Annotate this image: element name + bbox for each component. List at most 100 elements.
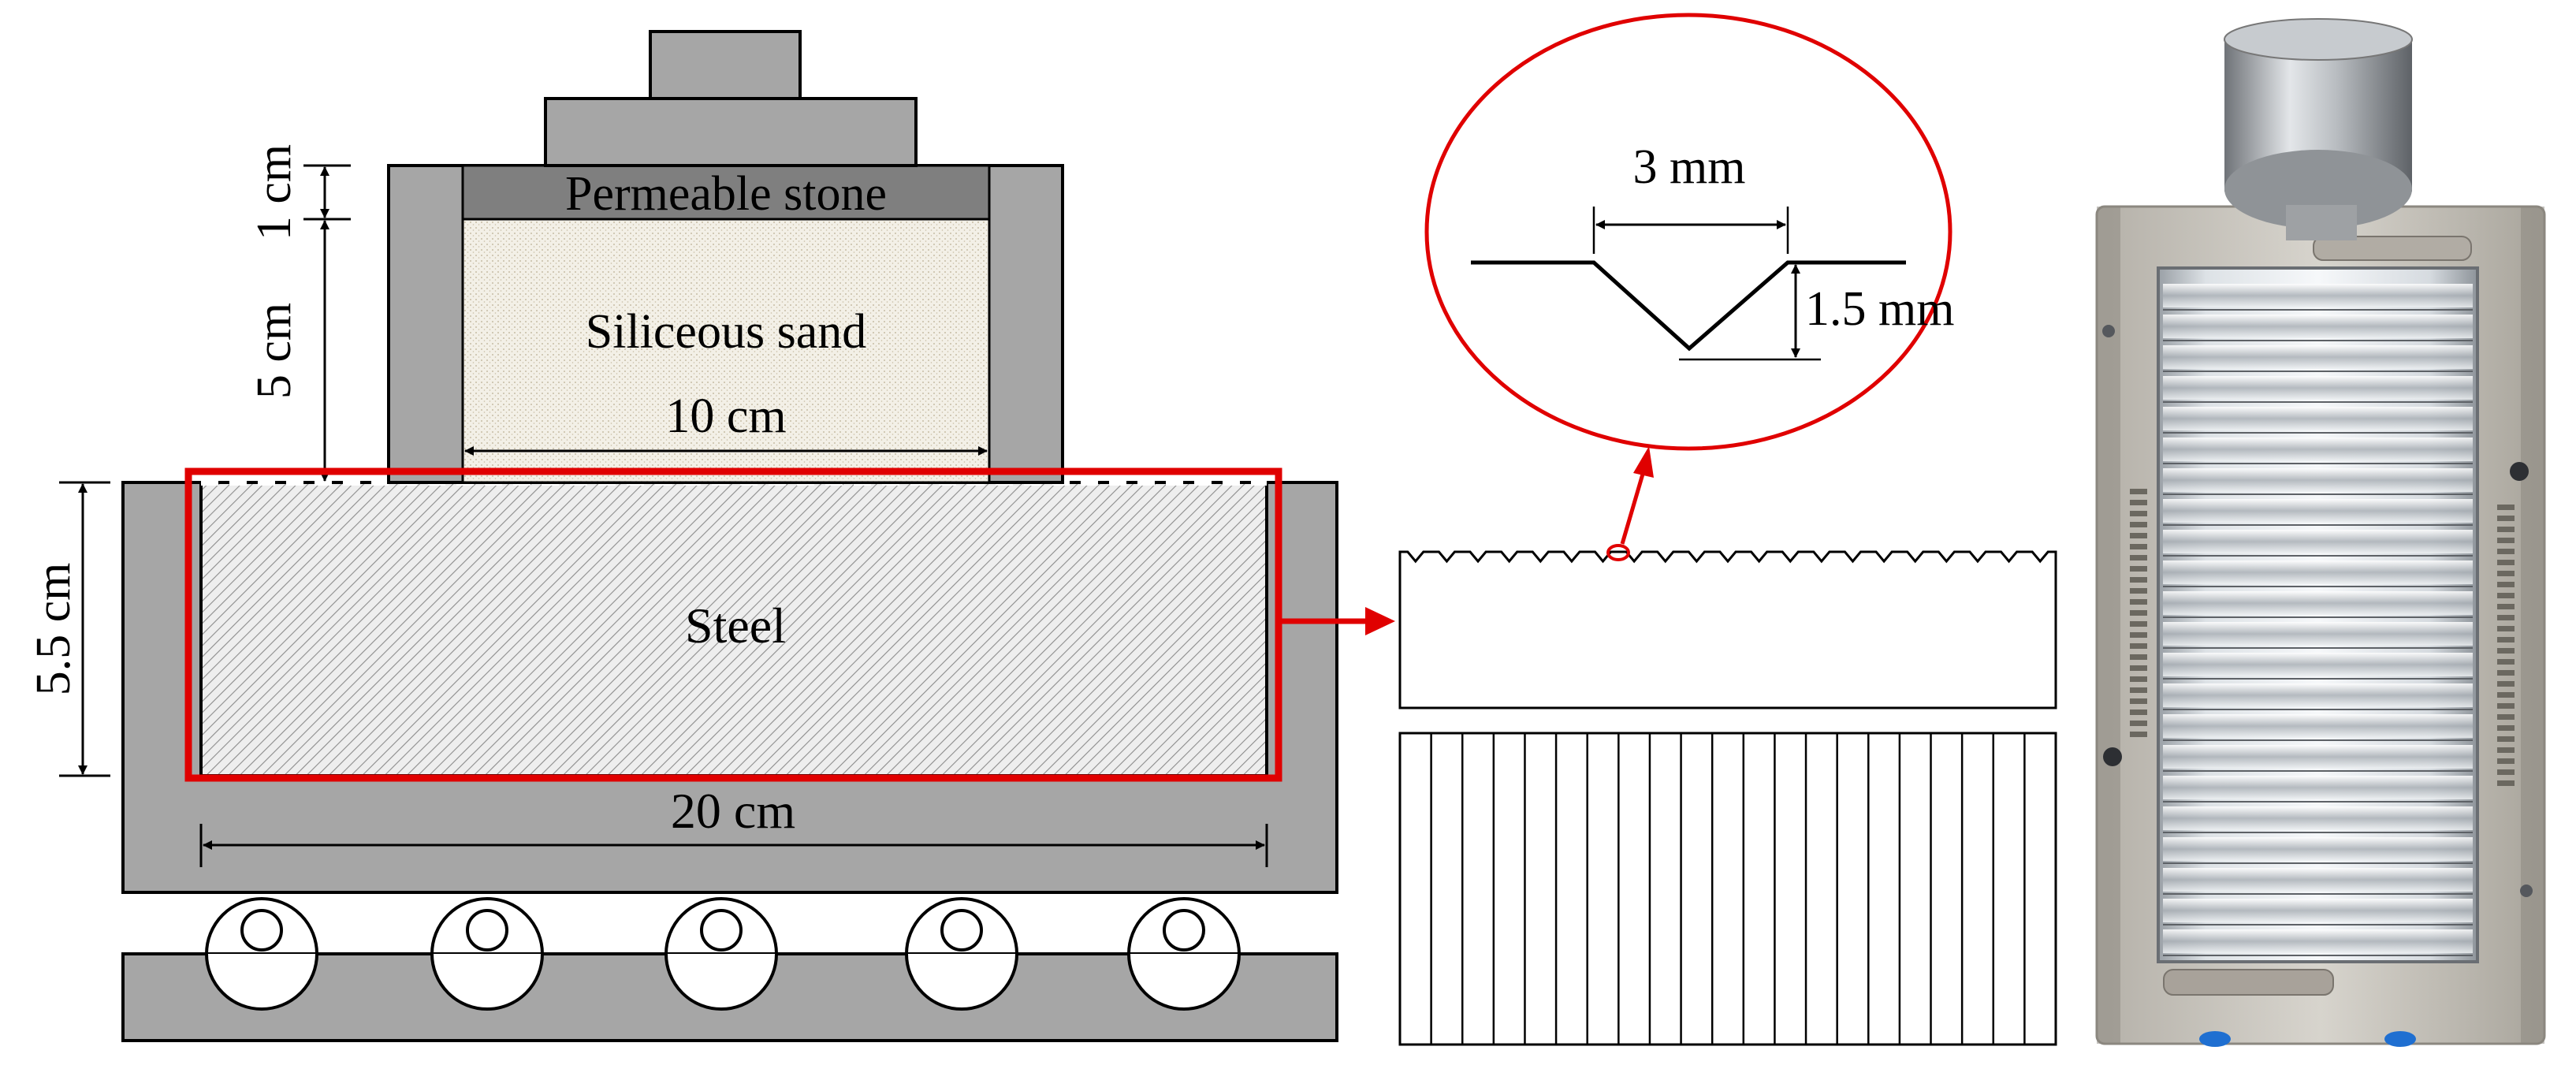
photo-groove-ribs — [2163, 284, 2473, 956]
photo-side-hole — [2130, 588, 2147, 594]
roller — [1127, 897, 1241, 1011]
photo-side-hole — [2497, 670, 2515, 676]
photo-weld-seam — [2163, 969, 2334, 996]
photo-side-hole — [2130, 632, 2147, 638]
photo-side-hole — [2497, 758, 2515, 764]
photo-groove-rib — [2163, 745, 2473, 769]
sand-width-label: 10 cm — [665, 389, 786, 443]
photo-side-hole — [2130, 643, 2147, 649]
photo-side-hole — [2130, 665, 2147, 671]
photo-side-hole — [2130, 577, 2147, 583]
photo-side-hole — [2497, 692, 2515, 698]
photo-side-hole — [2497, 703, 2515, 709]
photo-groove-rib — [2163, 591, 2473, 615]
photo-side-hole — [2497, 725, 2515, 731]
photo-foot — [2384, 1031, 2416, 1047]
steel-thickness-label: 5.5 cm — [27, 563, 80, 696]
highlight-arrow-head — [1365, 607, 1395, 635]
photo-side-hole — [2497, 769, 2515, 775]
photo-cylinder-mount — [2286, 205, 2357, 240]
photo-groove-rib — [2163, 714, 2473, 738]
photo-side-hole — [2497, 747, 2515, 753]
callout-arrow-head — [1633, 446, 1654, 478]
photo-groove-rib — [2163, 284, 2473, 307]
photo-bolt — [2520, 884, 2533, 897]
photo-frame-shadow — [2097, 207, 2120, 1044]
photo-side-hole — [2497, 615, 2515, 620]
photo-groove-rib — [2163, 683, 2473, 707]
photo-side-hole — [2130, 732, 2147, 737]
siliceous-sand-sample — [461, 218, 991, 484]
shear-box-schematic: Permeable stone Siliceous sand 10 cm Ste… — [27, 30, 1395, 1042]
photo-groove-rib — [2163, 407, 2473, 430]
photo-side-hole — [2497, 648, 2515, 654]
photo-weld-seam — [2313, 236, 2472, 261]
photo-frame-shadow — [2521, 207, 2544, 1044]
groove-depth-label: 1.5 mm — [1805, 282, 1954, 336]
steel-plate — [199, 481, 1268, 777]
photo-groove-rib — [2163, 899, 2473, 922]
plate-section-view — [1398, 550, 2057, 709]
callout-arrow — [1620, 471, 1646, 545]
photo-side-hole — [2130, 555, 2147, 560]
photo-bolt — [2103, 747, 2122, 766]
steel-plate-detail: 3 mm 1.5 mm — [1398, 13, 2057, 1046]
photo-groove-rib — [2163, 653, 2473, 676]
roller — [205, 897, 318, 1011]
rollers — [205, 897, 1241, 1011]
photo-side-hole — [2497, 736, 2515, 742]
roller — [430, 897, 544, 1011]
photo-groove-rib — [2163, 438, 2473, 461]
photo-side-hole — [2130, 721, 2147, 726]
photo-groove-rib — [2163, 868, 2473, 892]
photo-side-hole — [2497, 780, 2515, 786]
photo-groove-rib — [2163, 345, 2473, 369]
photo-cylinder-top — [2224, 18, 2413, 61]
sand-thickness-label: 5 cm — [248, 303, 301, 399]
photo-groove-rib — [2163, 530, 2473, 553]
permeable-stone — [461, 164, 991, 221]
photo-side-hole — [2497, 681, 2515, 687]
photo-side-hole — [2130, 676, 2147, 682]
siliceous-sand-label: Siliceous sand — [586, 305, 866, 359]
photo-groove-rib — [2163, 806, 2473, 830]
photo-side-hole — [2130, 566, 2147, 572]
photo-side-hole — [2497, 549, 2515, 554]
photo-side-hole — [2497, 571, 2515, 576]
photo-side-hole — [2497, 516, 2515, 521]
photo-side-hole — [2130, 599, 2147, 605]
photo-groove-rib — [2163, 560, 2473, 584]
roller — [905, 897, 1018, 1011]
photo-side-hole — [2130, 533, 2147, 538]
photo-side-hole — [2497, 593, 2515, 598]
photo-groove-rib — [2163, 929, 2473, 953]
photo-bolt — [2510, 462, 2529, 481]
photo-side-hole — [2497, 714, 2515, 720]
photo-groove-rib — [2163, 315, 2473, 338]
photo-side-hole — [2497, 527, 2515, 532]
photo-side-hole — [2497, 505, 2515, 510]
photo-side-hole — [2497, 538, 2515, 543]
photo-groove-rib — [2163, 499, 2473, 523]
plate-groove-lines — [1430, 733, 2026, 1045]
photo-groove-rib — [2163, 837, 2473, 861]
photo-side-holes — [2130, 489, 2515, 786]
photo-side-hole — [2130, 687, 2147, 693]
groove-highlight-marker — [1606, 544, 1630, 561]
photo-side-hole — [2497, 626, 2515, 631]
photo-side-hole — [2497, 582, 2515, 587]
photo-groove-rib — [2163, 776, 2473, 799]
stone-thickness-label: 1 cm — [248, 144, 301, 240]
photo-groove-rib — [2163, 468, 2473, 492]
photo-side-hole — [2497, 560, 2515, 565]
loading-piston — [649, 30, 802, 100]
photo-groove-rib — [2163, 622, 2473, 646]
photo-side-hole — [2130, 698, 2147, 704]
plate-top-view — [1398, 732, 2057, 1046]
loading-plate — [544, 97, 918, 167]
photo-side-hole — [2130, 610, 2147, 616]
photo-cylinder-bottom — [2224, 150, 2412, 229]
photo-foot — [2199, 1031, 2231, 1047]
photo-side-hole — [2130, 511, 2147, 516]
